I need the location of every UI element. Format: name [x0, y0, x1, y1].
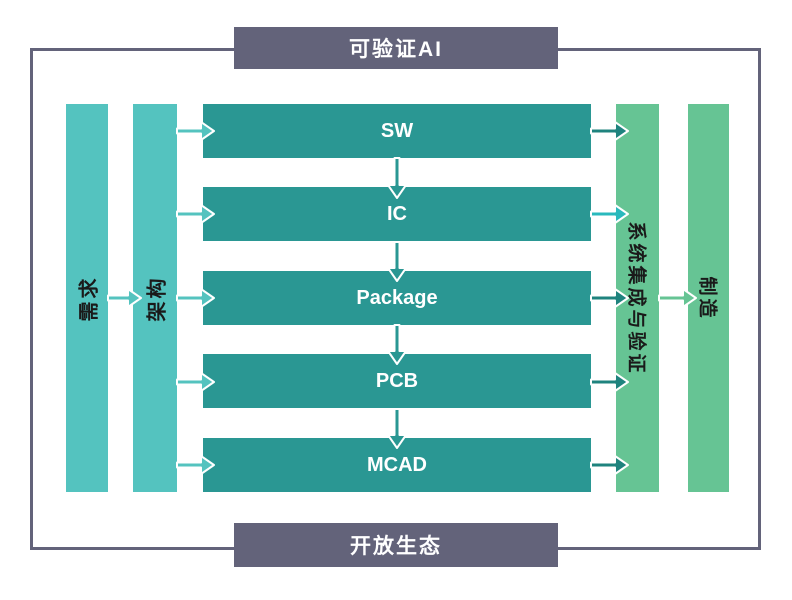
column-manufacturing: 制造 [688, 104, 729, 492]
banner-verifiable-ai: 可验证AI [234, 27, 558, 69]
stage-bar-ic: IC [203, 187, 591, 241]
stage-bar-pcb: PCB [203, 354, 591, 408]
stage-bar-mcad: MCAD [203, 438, 591, 492]
stage-bar-sw-label: SW [380, 119, 414, 142]
stage-bar-pcb-label: PCB [375, 369, 419, 392]
column-requirements: 需求 [66, 104, 108, 492]
column-architecture-label: 架构 [146, 275, 169, 321]
stage-bar-ic-label: IC [387, 202, 407, 225]
column-manufacturing-label: 制造 [696, 275, 718, 321]
banner-open-ecosystem: 开放生态 [234, 523, 558, 567]
stage-bar-package: Package [203, 271, 591, 325]
column-architecture: 架构 [133, 104, 177, 492]
column-system-integration-verification-label: 系统集成与验证 [625, 220, 647, 376]
column-system-integration-verification: 系统集成与验证 [616, 104, 659, 492]
stage-bar-sw: SW [203, 104, 591, 158]
banner-verifiable-ai-label: 可验证AI [349, 38, 443, 61]
stage-bar-mcad-label: MCAD [367, 453, 427, 476]
column-requirements-label: 需求 [78, 275, 101, 321]
stage-bar-package-label: Package [356, 286, 438, 309]
banner-open-ecosystem-label: 开放生态 [350, 535, 442, 558]
